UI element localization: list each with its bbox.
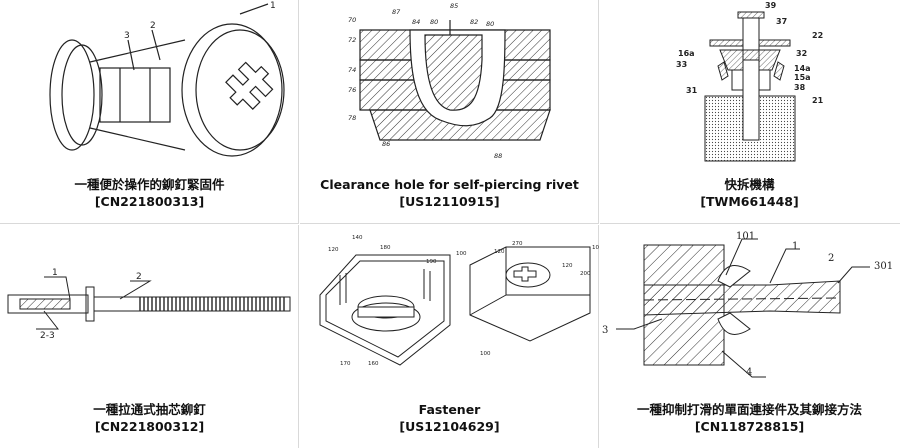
label-80a: 80 [430,18,438,26]
patent-number: [US12104629] [300,418,599,435]
label-160: 160 [368,361,379,367]
patent-caption-2: Clearance hole for self-piercing rivet [… [300,176,599,210]
label-120: 120 [328,247,339,253]
label-190: 190 [426,259,437,265]
patent-caption-5: Fastener [US12104629] [300,401,599,435]
patent-number: [CN221800313] [0,193,299,210]
quick-release-mechanism-section: 39 37 22 32 16a 33 14a 15a 38 31 21 [600,0,899,166]
label-1: 1 [52,268,58,278]
label-74: 74 [348,66,356,74]
label-100b: 100 [480,351,491,357]
patent-caption-1: 一種便於操作的鉚釘緊固件 [CN221800313] [0,176,299,210]
single-side-connector-section: 101 1 2 301 3 4 [600,225,899,391]
label-78: 78 [348,114,356,122]
label-2-3: 2-3 [40,331,55,341]
label-140: 140 [352,235,363,241]
label-80b: 80 [486,20,494,28]
label-180: 180 [380,245,391,251]
self-piercing-rivet-section: 70 87 84 80 85 82 80 72 74 76 78 86 88 [300,0,599,166]
label-82: 82 [470,18,478,26]
label-32: 32 [796,49,807,58]
label-10: 10 [592,245,599,251]
label-86: 86 [382,140,390,148]
rivet-fastener-drawing: 1 2 3 [0,0,299,166]
patent-number: [CN118728815] [600,418,899,435]
patent-caption-6: 一種抑制打滑的單面連接件及其鉚接方法 [CN118728815] [600,401,899,435]
patent-number: [TWM661448] [600,193,899,210]
label-200: 200 [580,271,591,277]
label-2: 2 [150,21,156,31]
label-22: 22 [812,31,823,40]
patent-title: 一種抑制打滑的單面連接件及其鉚接方法 [600,401,899,418]
label-4: 4 [746,367,752,378]
patent-card-2[interactable]: 70 87 84 80 85 82 80 72 74 76 78 86 88 C… [300,0,599,224]
label-14a: 14a [794,64,811,73]
label-72: 72 [348,36,356,44]
label-70: 70 [348,16,356,24]
label-301: 301 [874,261,893,272]
patent-card-3[interactable]: 39 37 22 32 16a 33 14a 15a 38 31 21 快拆機構… [600,0,900,224]
label-3: 3 [124,31,130,41]
label-76: 76 [348,86,356,94]
label-120c: 120 [562,263,573,269]
label-2: 2 [136,272,142,282]
label-1: 1 [792,241,798,252]
label-39: 39 [765,1,777,10]
patent-caption-4: 一種拉通式抽芯鉚釘 [CN221800312] [0,401,299,435]
blind-rivet-drawing: 1 2 2-3 [0,225,299,391]
label-87: 87 [392,8,401,16]
patent-title: 一種拉通式抽芯鉚釘 [0,401,299,418]
label-170: 170 [340,361,351,367]
patent-card-5[interactable]: 140 120 180 190 100 170 160 120 270 10 1… [300,225,599,448]
patent-card-6[interactable]: 101 1 2 301 3 4 一種抑制打滑的單面連接件及其鉚接方法 [CN11… [600,225,900,448]
label-3: 3 [602,325,608,336]
label-15a: 15a [794,73,811,82]
label-37: 37 [776,17,787,26]
label-85: 85 [450,2,458,10]
patent-title: 快拆機構 [600,176,899,193]
label-88: 88 [494,152,502,160]
fastener-cutaway-drawing: 140 120 180 190 100 170 160 120 270 10 1… [300,225,599,391]
label-84: 84 [412,18,420,26]
label-2: 2 [828,253,834,264]
label-101: 101 [736,231,755,242]
patent-title: Clearance hole for self-piercing rivet [300,176,599,193]
label-100a: 100 [456,251,467,257]
label-33: 33 [676,60,687,69]
label-31: 31 [686,86,698,95]
patent-number: [US12110915] [300,193,599,210]
label-270: 270 [512,241,523,247]
patent-title: Fastener [300,401,599,418]
label-1: 1 [270,1,276,11]
patent-title: 一種便於操作的鉚釘緊固件 [0,176,299,193]
label-21: 21 [812,96,824,105]
patent-card-1[interactable]: 1 2 3 一種便於操作的鉚釘緊固件 [CN221800313] [0,0,299,224]
label-16a: 16a [678,49,695,58]
label-38: 38 [794,83,806,92]
patent-number: [CN221800312] [0,418,299,435]
patent-caption-3: 快拆機構 [TWM661448] [600,176,899,210]
label-120b: 120 [494,249,505,255]
patent-card-4[interactable]: 1 2 2-3 一種拉通式抽芯鉚釘 [CN221800312] [0,225,299,448]
